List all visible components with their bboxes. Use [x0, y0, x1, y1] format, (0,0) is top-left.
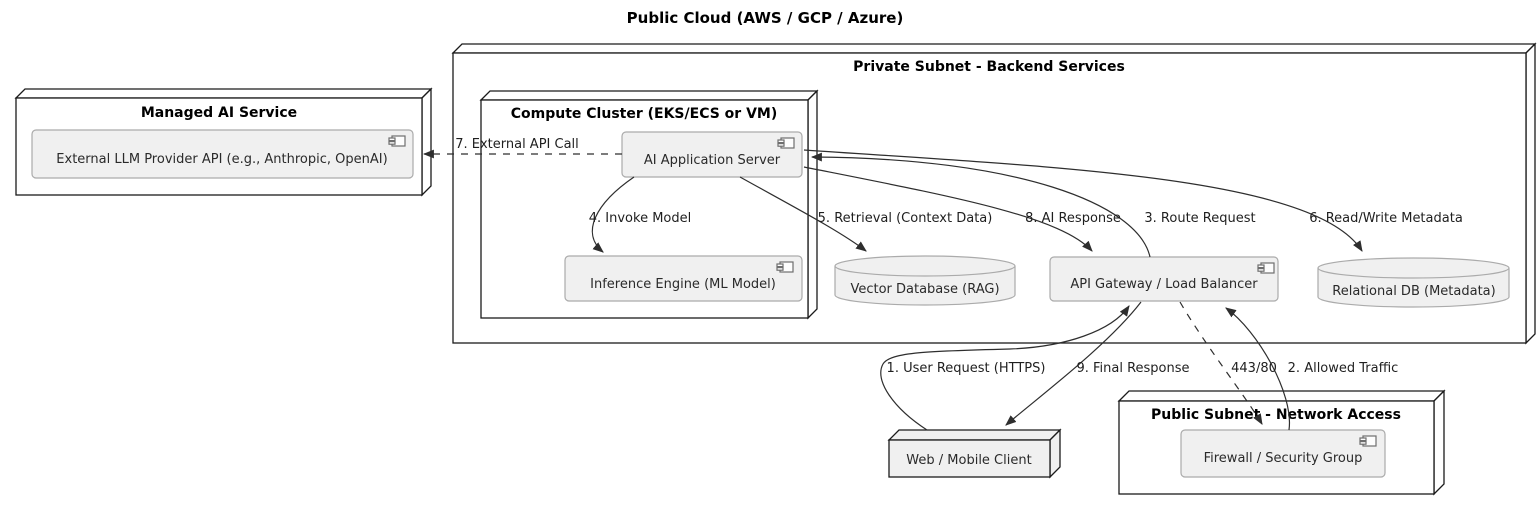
component-api-gateway: API Gateway / Load Balancer	[1049, 256, 1279, 302]
component-icon	[1257, 262, 1275, 274]
edge-retrieval	[739, 176, 867, 252]
database-vector-db: Vector Database (RAG)	[834, 255, 1016, 306]
node-compute-cluster-title: Compute Cluster (EKS/ECS or VM)	[511, 106, 778, 122]
edge-user-request	[880, 305, 1130, 431]
node-public-subnet-title: Public Subnet - Network Access	[1151, 407, 1401, 423]
component-icon	[777, 137, 795, 149]
edge-label-user-request: 1. User Request (HTTPS)	[887, 361, 1046, 376]
edge-label-external-api-call: 7. External API Call	[455, 137, 579, 152]
node-managed-ai-service-title: Managed AI Service	[141, 105, 297, 121]
database-relational-db-label: Relational DB (Metadata)	[1332, 284, 1495, 299]
component-firewall: Firewall / Security Group	[1180, 429, 1386, 478]
component-api-gateway-label: API Gateway / Load Balancer	[1070, 277, 1258, 292]
edge-label-final-response: 9. Final Response	[1076, 361, 1189, 376]
edge-label-port: 443/80	[1231, 361, 1277, 376]
diagram-title: Public Cloud (AWS / GCP / Azure)	[627, 9, 904, 27]
edge-allowed-traffic	[1225, 307, 1291, 431]
component-ai-application-server: AI Application Server	[621, 131, 803, 178]
component-external-llm-api: External LLM Provider API (e.g., Anthrop…	[31, 129, 414, 179]
edge-label-retrieval: 5. Retrieval (Context Data)	[818, 211, 993, 226]
component-ai-application-server-label: AI Application Server	[644, 153, 781, 168]
node-web-mobile-client-label: Web / Mobile Client	[906, 453, 1031, 468]
edge-label-allowed-traffic: 2. Allowed Traffic	[1288, 361, 1399, 376]
component-external-llm-api-label: External LLM Provider API (e.g., Anthrop…	[56, 152, 387, 167]
component-icon	[776, 261, 794, 273]
edge-port-443-80	[1179, 301, 1263, 425]
component-firewall-label: Firewall / Security Group	[1204, 451, 1363, 466]
component-inference-engine-label: Inference Engine (ML Model)	[590, 277, 776, 292]
edge-route-request	[810, 152, 1151, 258]
node-web-mobile-client: Web / Mobile Client	[887, 428, 1062, 479]
database-relational-db: Relational DB (Metadata)	[1317, 257, 1510, 308]
edge-invoke-model	[591, 176, 635, 253]
edge-label-ai-response: 8. AI Response	[1025, 211, 1121, 226]
component-inference-engine: Inference Engine (ML Model)	[564, 255, 803, 302]
edge-label-route-request: 3. Route Request	[1144, 211, 1255, 226]
edge-ai-response	[803, 166, 1093, 252]
edge-read-write-metadata	[803, 149, 1363, 252]
component-icon	[1359, 435, 1377, 447]
component-icon	[388, 135, 406, 147]
node-private-subnet-title: Private Subnet - Backend Services	[853, 59, 1125, 75]
edge-final-response	[1005, 301, 1142, 426]
database-vector-db-label: Vector Database (RAG)	[850, 282, 999, 297]
edge-label-read-write-metadata: 6. Read/Write Metadata	[1309, 211, 1463, 226]
edge-label-invoke-model: 4. Invoke Model	[589, 211, 691, 226]
